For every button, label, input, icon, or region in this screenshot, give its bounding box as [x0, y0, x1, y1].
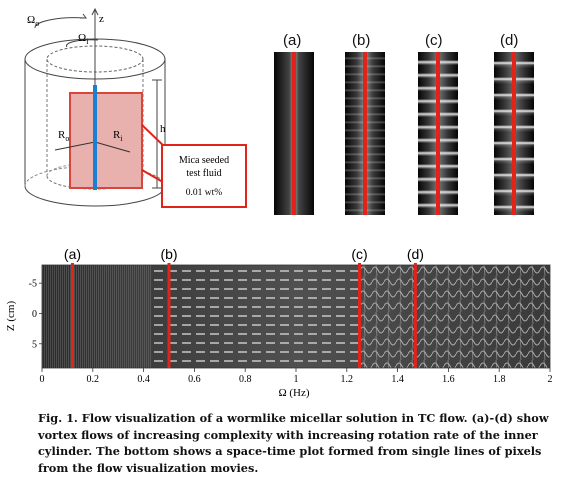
x-tick-label: 1 — [294, 374, 299, 385]
x-tick-label: 1.8 — [493, 374, 506, 385]
fluid-region — [69, 92, 143, 189]
flow-strip-b — [345, 52, 385, 215]
x-tick-label: 1.4 — [391, 374, 404, 385]
x-tick-label: 1.6 — [442, 374, 455, 385]
strip-label-b: (b) — [352, 32, 371, 49]
x-tick-label: 1.2 — [341, 374, 354, 385]
omega-o-label: Ωo — [27, 14, 39, 28]
height-label: h — [160, 123, 166, 135]
z-axis-label: z — [99, 13, 104, 25]
marker-label-c: (c) — [351, 246, 367, 262]
marker-label-d: (d) — [407, 246, 424, 262]
omega-i-label: Ωi — [78, 32, 89, 46]
y-tick-label: 0 — [32, 309, 37, 320]
marker-label-a: (a) — [64, 246, 81, 262]
y-axis-label: Z (cm) — [5, 301, 17, 332]
x-tick-label: 0.4 — [137, 374, 150, 385]
space-time-plot: -5 0 5 0 0.2 0.4 0.6 0.8 1 1.2 1.4 1.6 1.8 2 (a) (b) (… — [5, 246, 553, 399]
x-tick-label: 2 — [548, 374, 553, 385]
x-tick-label: 0.6 — [188, 374, 201, 385]
fluid-description-box — [161, 144, 247, 208]
marker-label-b: (b) — [160, 246, 177, 262]
taylor-couette-schematic: Ωo Ωi z Ro Ri h Mica seeded test fluid 0… — [24, 7, 247, 208]
inner-rotation-arrow — [66, 39, 99, 48]
flow-strip-c — [418, 52, 458, 215]
y-tick-label: 5 — [32, 339, 37, 350]
x-axis-label: Ω (Hz) — [278, 387, 309, 399]
fluid-box-line1: Mica seeded — [179, 155, 229, 166]
x-tick-label: 0.2 — [87, 374, 100, 385]
outer-rotation-arrow — [34, 17, 86, 29]
x-tick-label: 0 — [40, 374, 45, 385]
strip-label-d: (d) — [500, 32, 519, 49]
strip-label-a: (a) — [283, 32, 302, 49]
strip-label-c: (c) — [425, 32, 443, 49]
y-tick-label: -5 — [29, 279, 37, 290]
flow-strip-a — [274, 52, 314, 215]
flow-strip-d — [494, 52, 534, 215]
outer-radius-label: Ro — [58, 129, 69, 143]
x-tick-label: 0.8 — [239, 374, 252, 385]
fluid-box-line3: 0.01 wt% — [186, 188, 223, 198]
inner-radius-label: Ri — [113, 129, 123, 143]
figure-caption: Fig. 1. Flow visualization of a wormlike… — [38, 411, 549, 475]
fluid-box-line2: test fluid — [186, 168, 221, 179]
outer-cylinder-bottom — [24, 185, 166, 207]
